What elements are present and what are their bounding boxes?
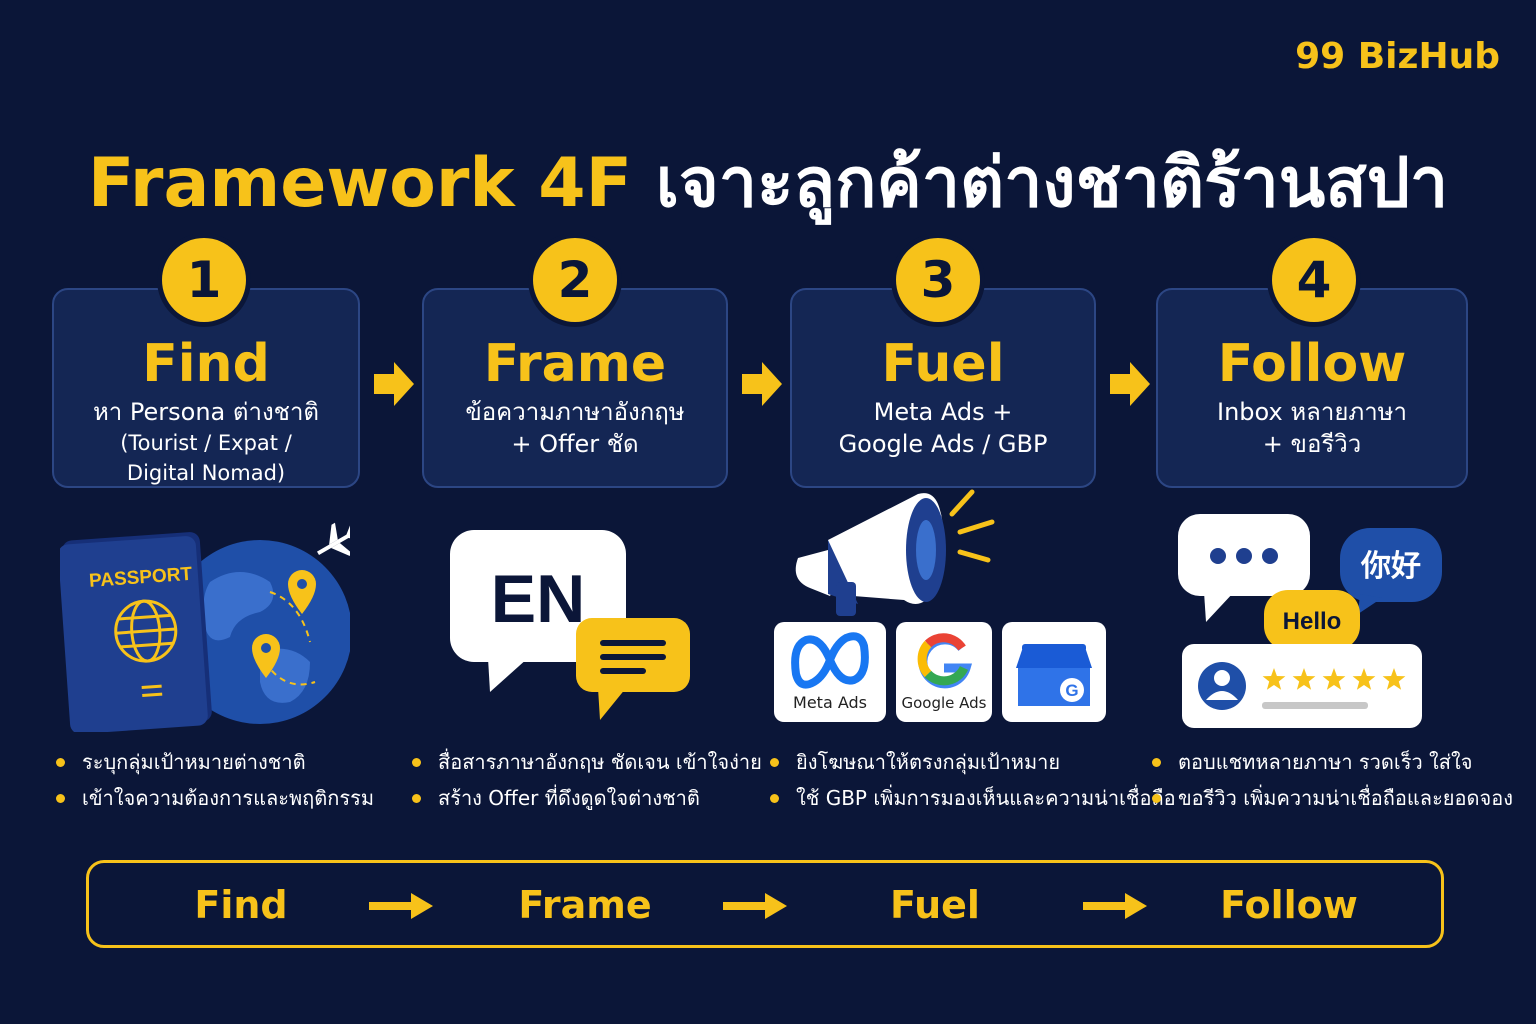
- flow-step-label: Frame: [518, 883, 652, 927]
- map-pin-icon: [288, 570, 316, 614]
- arrow-right-icon: [1110, 362, 1150, 406]
- google-logo-icon: [917, 633, 973, 689]
- title-english: Framework 4F: [87, 144, 633, 223]
- map-pin-icon: [252, 634, 280, 678]
- star-icon: [1352, 668, 1376, 690]
- google-ads-tile: Google Ads: [896, 622, 992, 722]
- chinese-bubble-icon: 你好: [1340, 528, 1442, 614]
- step-number-badge: 3: [896, 238, 980, 322]
- chinese-bubble-label: 你好: [1360, 549, 1421, 584]
- step-number-badge: 4: [1272, 238, 1356, 322]
- step-line: (Tourist / Expat /: [120, 431, 292, 455]
- list-item: ระบุกลุ่มเป้าหมายต่างชาติ: [56, 744, 374, 780]
- step-line: ข้อความภาษาอังกฤษ: [465, 398, 685, 426]
- brand-logo: 99 BizHub: [1295, 36, 1500, 77]
- step-description: Meta Ads + Google Ads / GBP: [792, 396, 1094, 460]
- step-name: Fuel: [881, 334, 1005, 394]
- step-name: Frame: [483, 334, 667, 394]
- flow-summary-bar: Find Frame Fuel Follow: [86, 860, 1444, 948]
- gbp-tile: G: [1002, 622, 1106, 722]
- title-thai: เจาะลูกค้าต่างชาติร้านสปา: [655, 144, 1449, 223]
- tile-label: Google Ads: [901, 694, 987, 712]
- arrow-right-icon: [369, 893, 433, 919]
- star-icon: [1322, 668, 1346, 690]
- bullet-list-find: ระบุกลุ่มเป้าหมายต่างชาติ เข้าใจความต้อง…: [56, 744, 374, 816]
- page-title: Framework 4F เจาะลูกค้าต่างชาติร้านสปา: [0, 128, 1536, 236]
- step-number-badge: 2: [533, 238, 617, 322]
- step-card-follow: Follow Inbox หลายภาษา + ขอรีวิว: [1156, 288, 1468, 488]
- flow-step-label: Follow: [1220, 883, 1358, 927]
- arrow-right-icon: [374, 362, 414, 406]
- hello-bubble-label: Hello: [1283, 608, 1342, 635]
- megaphone-icon: [795, 489, 995, 616]
- list-item: ตอบแชทหลายภาษา รวดเร็ว ใส่ใจ: [1152, 744, 1513, 780]
- airplane-icon: [317, 522, 350, 556]
- bullet-list-frame: สื่อสารภาษาอังกฤษ ชัดเจน เข้าใจง่าย สร้า…: [412, 744, 762, 816]
- passport-globe-illustration: PASSPORT: [60, 522, 350, 732]
- arrow-right-icon: [742, 362, 782, 406]
- step-description: หา Persona ต่างชาติ (Tourist / Expat / D…: [54, 396, 358, 488]
- typing-bubble-icon: [1178, 514, 1310, 622]
- step-line: Inbox หลายภาษา: [1217, 398, 1407, 426]
- star-icon: [1262, 668, 1286, 690]
- list-item: เข้าใจความต้องการและพฤติกรรม: [56, 780, 374, 816]
- hello-bubble-icon: Hello: [1264, 590, 1360, 662]
- step-line: + ขอรีวิว: [1262, 430, 1362, 458]
- review-card: [1182, 644, 1422, 728]
- step-line: Digital Nomad): [126, 461, 286, 485]
- step-line: + Offer ชัด: [511, 430, 639, 458]
- step-line: หา Persona ต่างชาติ: [92, 398, 320, 426]
- en-bubble-label: EN: [491, 561, 585, 637]
- step-line: Meta Ads +: [873, 398, 1013, 426]
- meta-logo-icon: [791, 632, 869, 689]
- list-item: สร้าง Offer ที่ดึงดูดใจต่างชาติ: [412, 780, 762, 816]
- step-number-badge: 1: [162, 238, 246, 322]
- flow-step-label: Fuel: [890, 883, 980, 927]
- step-name: Follow: [1217, 334, 1407, 394]
- arrow-right-icon: [1083, 893, 1147, 919]
- star-icon: [1292, 668, 1316, 690]
- business-profile-icon: G: [1016, 644, 1092, 706]
- star-icon: [1382, 668, 1406, 690]
- tile-label: Meta Ads: [793, 693, 867, 712]
- bullet-list-fuel: ยิงโฆษณาให้ตรงกลุ่มเป้าหมาย ใช้ GBP เพิ่…: [770, 744, 1176, 816]
- passport-icon: PASSPORT: [60, 532, 212, 732]
- step-description: ข้อความภาษาอังกฤษ + Offer ชัด: [424, 396, 726, 460]
- step-line: Google Ads / GBP: [838, 430, 1048, 458]
- list-item: สื่อสารภาษาอังกฤษ ชัดเจน เข้าใจง่าย: [412, 744, 762, 780]
- flow-step-label: Find: [194, 883, 288, 927]
- list-item: ขอรีวิว เพิ่มความน่าเชื่อถือและยอดจอง: [1152, 780, 1513, 816]
- step-name: Find: [142, 334, 270, 394]
- meta-ads-tile: Meta Ads: [774, 622, 886, 722]
- star-rating: [1262, 668, 1406, 690]
- language-bubbles-illustration: EN: [450, 530, 690, 720]
- bullet-list-follow: ตอบแชทหลายภาษา รวดเร็ว ใส่ใจ ขอรีวิว เพิ…: [1152, 744, 1513, 816]
- arrow-right-icon: [723, 893, 787, 919]
- list-item: ยิงโฆษณาให้ตรงกลุ่มเป้าหมาย: [770, 744, 1176, 780]
- step-description: Inbox หลายภาษา + ขอรีวิว: [1158, 396, 1466, 460]
- list-item: ใช้ GBP เพิ่มการมองเห็นและความน่าเชื่อถื…: [770, 780, 1176, 816]
- chat-lines-icon: [576, 618, 690, 720]
- svg-text:G: G: [1065, 681, 1078, 700]
- chat-review-illustration: 你好 Hello: [1178, 514, 1442, 728]
